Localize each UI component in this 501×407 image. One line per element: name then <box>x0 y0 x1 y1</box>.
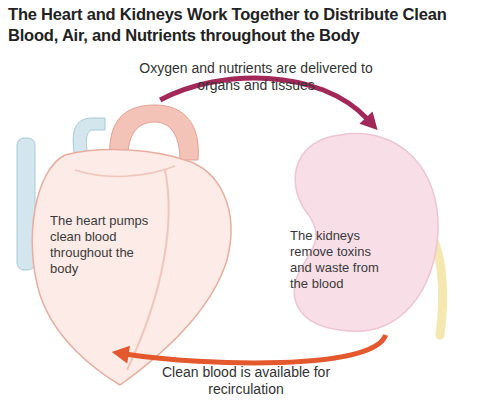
heart-septum <box>127 170 169 370</box>
flow-arrow <box>112 335 386 363</box>
node-text: The kidneys remove toxins and waste from… <box>290 228 394 292</box>
heart-groove <box>75 166 175 176</box>
arrow-head <box>112 346 130 364</box>
heart-node: The heart pumps clean blood throughout t… <box>15 100 235 352</box>
edge-label: Clean blood is available for recirculati… <box>135 364 357 398</box>
kidney-node: The kidneys remove toxins and waste from… <box>280 130 440 335</box>
diagram-title: The Heart and Kidneys Work Together to D… <box>8 4 478 46</box>
arrow-line <box>127 335 386 363</box>
node-text: The heart pumps clean blood throughout t… <box>50 213 156 277</box>
arrow-head <box>359 111 377 130</box>
heart-outline <box>32 150 231 385</box>
edge-label: Oxygen and nutrients are delivered to or… <box>138 60 374 94</box>
